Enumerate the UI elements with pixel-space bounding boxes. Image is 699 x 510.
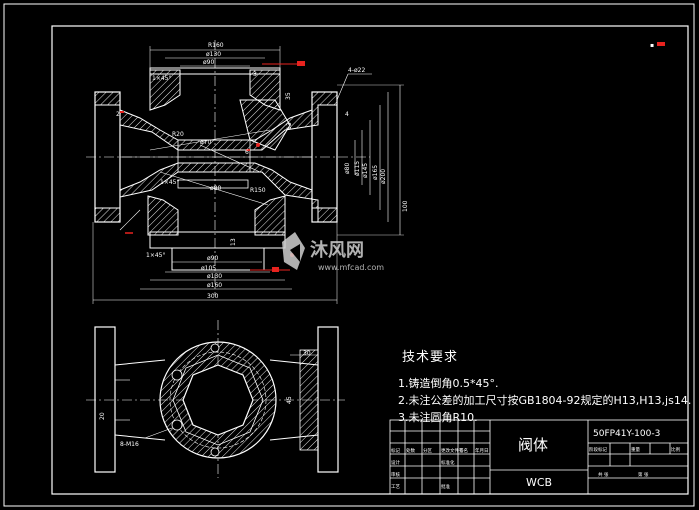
corner-red-mark bbox=[657, 42, 665, 46]
technical-requirements: 技术要求 1.铸造倒角0.5*45°. 2.未注公差的加工尺寸按GB1804-9… bbox=[398, 346, 692, 426]
tb-row-mark: 标记 bbox=[391, 447, 400, 454]
tb-row-date: 年月日 bbox=[475, 447, 489, 454]
outer-frame bbox=[3, 3, 695, 507]
dim-chamfer-mid: 1×45° bbox=[160, 179, 179, 186]
dim-bolt-holes: 8-M16 bbox=[120, 441, 139, 448]
tb-page: 第 张 bbox=[638, 471, 649, 478]
tb-row-count: 处数 bbox=[406, 447, 415, 454]
dim-100: 100 bbox=[402, 200, 409, 212]
dim-13a: 13 bbox=[286, 122, 293, 130]
inner-frame bbox=[51, 25, 689, 495]
dim-d165: ø165 bbox=[372, 165, 379, 180]
dim-d70: ø70 bbox=[200, 139, 211, 146]
dim-d200: ø200 bbox=[380, 169, 387, 184]
tb-stage: 阶段标记 bbox=[589, 446, 607, 453]
drawing-number: 50FP41Y-100-3 bbox=[593, 429, 660, 439]
dim-30: 30 bbox=[303, 350, 311, 357]
tb-sheet: 共 张 bbox=[598, 471, 609, 478]
mark-2: 2 bbox=[116, 111, 120, 118]
dim-chamfer-top: 1×45° bbox=[152, 75, 171, 82]
title-block bbox=[389, 419, 689, 495]
dim-r150: R150 bbox=[250, 187, 266, 194]
tb-design: 设计 bbox=[391, 459, 400, 466]
dim-chamfer-bot: 1×45° bbox=[146, 252, 165, 259]
dim-35: 35 bbox=[285, 92, 292, 100]
tech-note-3: 3.未注圆角R10. bbox=[398, 411, 478, 424]
dim-d105-bot: ø105 bbox=[201, 265, 216, 272]
watermark-site: www.mfcad.com bbox=[318, 263, 384, 272]
material: WCB bbox=[526, 476, 552, 489]
mark-6: 6 bbox=[245, 149, 249, 156]
mark-3: 3 bbox=[253, 71, 257, 78]
dim-d145: ø145 bbox=[362, 163, 369, 178]
mark-4: 4 bbox=[345, 111, 349, 118]
dim-d130-top: ø130 bbox=[206, 51, 221, 58]
tb-row-zone: 分区 bbox=[423, 447, 432, 454]
dim-total-300: 300 bbox=[207, 293, 219, 300]
tb-approve: 批准 bbox=[441, 483, 450, 490]
part-name: 阀体 bbox=[518, 436, 548, 454]
dim-r20: R20 bbox=[172, 131, 184, 138]
dim-45: 45 bbox=[286, 396, 293, 404]
dim-d115: ø115 bbox=[354, 161, 361, 176]
tb-check: 审核 bbox=[391, 471, 400, 478]
dim-d90-top: ø90 bbox=[203, 59, 214, 66]
tech-notes-title: 技术要求 bbox=[402, 350, 459, 365]
dim-r160-top: R160 bbox=[208, 42, 224, 49]
dim-d130-bot: ø130 bbox=[207, 273, 222, 280]
top-view bbox=[86, 320, 345, 478]
corner-mark: ▪ bbox=[650, 42, 654, 49]
tb-scale: 比例 bbox=[671, 446, 680, 453]
dim-d80-right: ø80 bbox=[344, 163, 351, 174]
tech-note-2: 2.未注公差的加工尺寸按GB1804-92规定的H13,H13,js14. bbox=[398, 394, 692, 407]
tb-row-docno: 更改文件号 bbox=[441, 447, 464, 454]
tb-craft: 工艺 bbox=[391, 484, 400, 490]
watermark-logo: 沐风网 www.mfcad.com bbox=[282, 232, 384, 272]
tb-row-sign: 签名 bbox=[459, 447, 468, 454]
dim-13b: 13 bbox=[230, 238, 237, 246]
dim-thread-holes: 4-ø22 bbox=[348, 67, 365, 74]
dim-d90-bot: ø90 bbox=[207, 255, 218, 262]
tb-weight: 重量 bbox=[631, 446, 640, 453]
watermark-brand: 沐风网 bbox=[310, 239, 364, 261]
dim-20: 20 bbox=[99, 412, 106, 420]
dim-d80-mid: ø80 bbox=[210, 185, 221, 192]
tb-standard: 标准化 bbox=[441, 459, 455, 466]
tech-note-1: 1.铸造倒角0.5*45°. bbox=[398, 377, 499, 390]
dim-d160-bot: ø160 bbox=[207, 282, 222, 289]
front-section-view bbox=[86, 40, 404, 304]
